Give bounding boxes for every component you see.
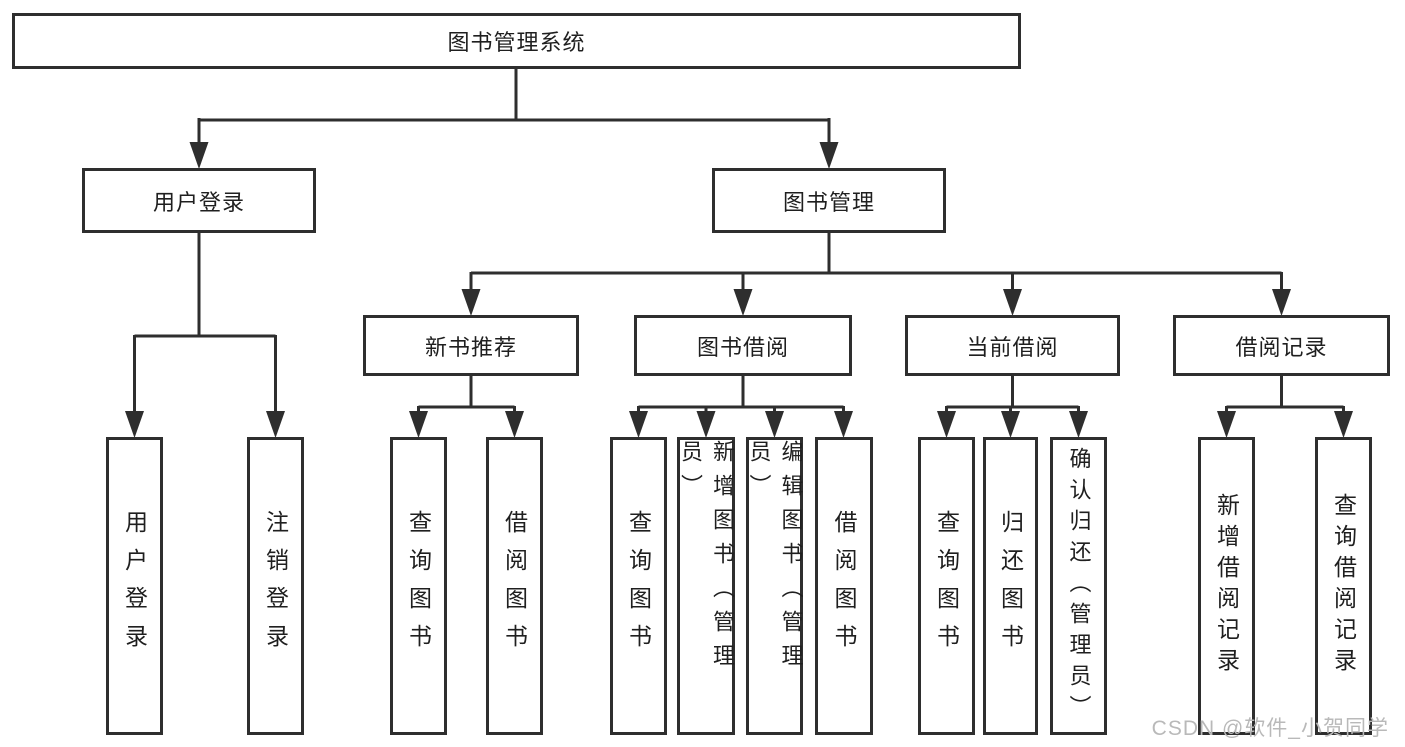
arrow-down-icons (125, 142, 1353, 438)
leaf-label: 编辑图书（管理员） (746, 440, 804, 678)
leaf-label: 注销登录 (262, 510, 289, 662)
csdn-watermark: CSDN @软件_小贺同学 (1151, 717, 1389, 740)
leaf-label: 用户登录 (121, 510, 148, 662)
leaf-logout: 注销登录 (247, 437, 304, 735)
node-borrowing-records: 借阅记录 (1173, 315, 1390, 376)
leaf-label: 新增借阅记录 (1213, 493, 1240, 679)
node-new-book-recommend: 新书推荐 (363, 315, 579, 376)
node-current-borrowing: 当前借阅 (905, 315, 1120, 376)
arrow-down-icon (125, 411, 144, 438)
arrow-down-icon (629, 411, 648, 438)
leaf-query-books-current: 查询图书 (918, 437, 975, 735)
arrow-down-icon (1001, 411, 1020, 438)
arrow-down-icon (834, 411, 853, 438)
leaf-label: 查询图书 (933, 510, 960, 662)
arrow-down-icon (505, 411, 524, 438)
leaf-label: 借阅图书 (831, 510, 857, 662)
arrow-down-icon (765, 411, 784, 438)
leaf-borrow-books-recommend: 借阅图书 (486, 437, 543, 735)
arrow-down-icon (1003, 289, 1022, 316)
arrow-down-icon (1217, 411, 1236, 438)
leaf-add-borrow-record: 新增借阅记录 (1198, 437, 1255, 735)
node-system-root: 图书管理系统 (12, 13, 1021, 69)
arrow-down-icon (1272, 289, 1291, 316)
arrow-down-icon (696, 411, 716, 438)
arrow-down-icon (1069, 411, 1088, 438)
leaf-user-login: 用户登录 (106, 437, 163, 735)
leaf-label: 新增图书（管理员） (678, 440, 735, 678)
arrow-down-icon (189, 142, 209, 169)
arrow-down-icon (266, 411, 285, 438)
node-book-borrowing: 图书借阅 (634, 315, 852, 376)
leaf-label: 查询图书 (405, 510, 432, 662)
node-book-management: 图书管理 (712, 168, 946, 233)
leaf-confirm-return-admin: 确认归还（管理员） (1050, 437, 1107, 735)
leaf-edit-books-admin: 编辑图书（管理员） (746, 437, 804, 735)
leaf-add-books-admin: 新增图书（管理员） (677, 437, 735, 735)
leaf-borrow-books-borrowing: 借阅图书 (815, 437, 873, 735)
leaf-label: 确认归还（管理员） (1066, 446, 1092, 726)
leaf-label: 归还图书 (997, 510, 1024, 662)
arrow-down-icon (819, 142, 839, 169)
arrow-down-icon (461, 289, 481, 316)
leaf-query-books-borrowing: 查询图书 (610, 437, 667, 735)
leaf-return-books: 归还图书 (983, 437, 1038, 735)
arrow-down-icon (937, 411, 956, 438)
leaf-query-books-recommend: 查询图书 (390, 437, 447, 735)
arrow-down-icon (733, 289, 753, 316)
arrow-down-icon (1334, 411, 1353, 438)
leaf-label: 查询图书 (625, 510, 652, 662)
arrow-down-icon (409, 411, 428, 438)
leaf-label: 查询借阅记录 (1330, 493, 1357, 679)
node-user-login: 用户登录 (82, 168, 316, 233)
tree-edges (133, 68, 1345, 414)
leaf-label: 借阅图书 (501, 510, 528, 662)
leaf-query-borrow-record: 查询借阅记录 (1315, 437, 1372, 735)
